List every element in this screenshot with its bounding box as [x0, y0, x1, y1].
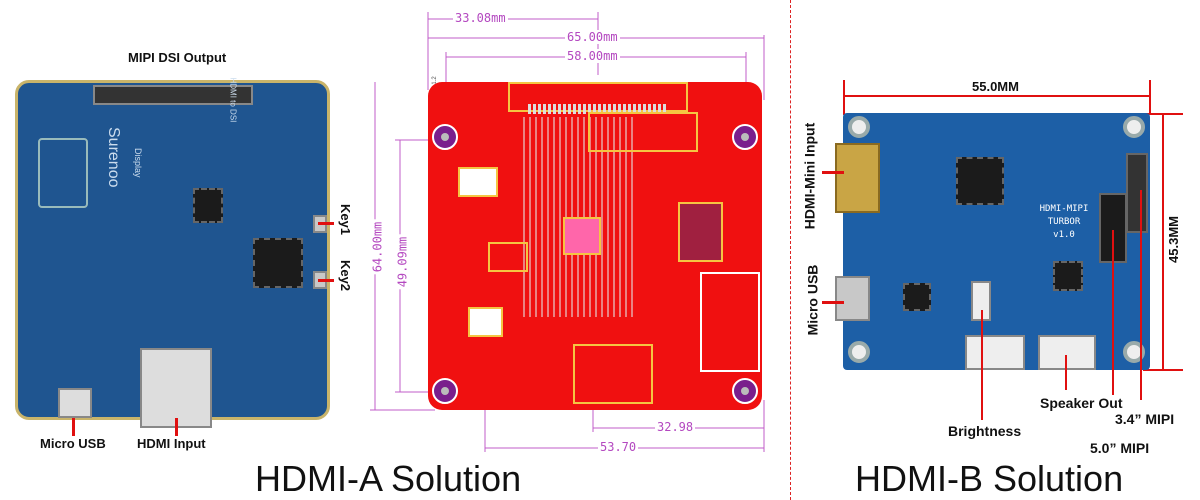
arrow-mipi-34 — [1140, 190, 1142, 400]
hdmi-mini-input-label: HDMI-Mini Input — [801, 122, 818, 230]
speaker-connector — [1038, 335, 1096, 370]
surenoo-logo — [38, 138, 88, 208]
arrow-micro-usb — [822, 301, 844, 304]
chip — [903, 283, 931, 311]
ic-footprint — [678, 202, 723, 262]
hdmi-a-title: HDMI-A Solution — [255, 458, 522, 499]
mount-hole — [1123, 116, 1145, 138]
arrow-mipi-50 — [1112, 230, 1114, 400]
mount-hole — [1123, 341, 1145, 363]
ic-footprint — [563, 217, 601, 255]
pad-area — [588, 112, 698, 152]
hdmi-footprint — [573, 344, 653, 404]
main-chip — [253, 238, 303, 288]
dim-tick — [1143, 369, 1183, 371]
micro-usb-label: Micro USB — [40, 436, 106, 451]
mount-hole — [432, 378, 458, 404]
silk-line: v1.0 — [1053, 230, 1075, 240]
micro-usb-label-b: Micro USB — [804, 264, 821, 336]
speaker-out-label: Speaker Out — [1040, 395, 1123, 411]
mipi-dsi-output-label: MIPI DSI Output — [128, 50, 227, 65]
mipi-5-0-label: 5.0” MIPI — [1090, 440, 1150, 456]
pad — [488, 242, 528, 272]
silk-text: HDMI to DSI — [228, 77, 238, 123]
hdmi-a-board-photo: Surenoo Display HDMI to DSI — [15, 77, 330, 428]
usb-area — [700, 272, 760, 372]
arrow-key1 — [318, 222, 334, 225]
arrow-hdmi — [175, 418, 178, 436]
dim-65-00: 65.00mm — [565, 30, 620, 44]
arrow-brightness — [981, 310, 983, 420]
hdmi-b-board-photo: HDMI-MIPI TURBOR v1.0 — [835, 113, 1150, 370]
pad — [458, 167, 498, 197]
dim-53-70: 53.70 — [598, 440, 639, 454]
arrow-hdmi-mini — [822, 171, 844, 174]
mount-hole — [432, 124, 458, 150]
dim-tick — [843, 80, 845, 115]
main-chip — [956, 157, 1004, 205]
mount-hole — [848, 341, 870, 363]
arrow-key2 — [318, 279, 334, 282]
pcb-layout-drawing — [428, 82, 762, 410]
silk-line: HDMI-MIPI — [1039, 204, 1089, 214]
pad — [468, 307, 503, 337]
mount-hole — [732, 124, 758, 150]
brightness-connector — [965, 335, 1025, 370]
key1-label: Key1 — [338, 203, 354, 236]
brightness-label: Brightness — [948, 423, 1022, 439]
mipi-3-4-connector — [1126, 153, 1148, 233]
key2-label: Key2 — [338, 259, 354, 292]
arrow-micro-usb — [72, 418, 75, 436]
mipi-connector — [93, 85, 253, 105]
micro-usb-connector — [835, 276, 870, 321]
dim-64-00: 64.00mm — [370, 219, 385, 275]
hdmi-b-title: HDMI-B Solution — [855, 458, 1124, 499]
hdmi-input-label: HDMI Input — [137, 436, 206, 451]
dim-33-08: 33.08mm — [453, 11, 508, 25]
section-divider — [790, 0, 791, 500]
width-label: 55.0MM — [968, 79, 1023, 94]
hdmi-mini-connector — [835, 143, 880, 213]
connector-pins — [528, 104, 668, 114]
width-dimension-line — [843, 95, 1150, 97]
dim-49-09: 49.09mm — [395, 234, 410, 290]
brand-text: Surenoo — [105, 127, 122, 188]
arrow-speaker — [1065, 355, 1067, 390]
mipi-3-4-label: 3.4” MIPI — [1115, 411, 1175, 427]
dim-32-98: 32.98 — [655, 420, 696, 434]
silk-line: TURBOR — [1047, 217, 1081, 227]
mount-hole — [848, 116, 870, 138]
brand-sub-text: Display — [133, 148, 143, 178]
hdmi-connector — [140, 348, 212, 428]
height-dimension-line — [1162, 113, 1164, 370]
chip — [193, 188, 223, 223]
silk-text: HDMI-MIPI TURBOR v1.0 — [1029, 203, 1099, 242]
dim-58-00: 58.00mm — [565, 49, 620, 63]
height-label: 45.3MM — [1165, 216, 1181, 263]
mount-hole — [732, 378, 758, 404]
dim-tick — [1143, 113, 1183, 115]
micro-usb-connector — [58, 388, 92, 418]
chip — [1053, 261, 1083, 291]
dim-tick — [1149, 80, 1151, 115]
